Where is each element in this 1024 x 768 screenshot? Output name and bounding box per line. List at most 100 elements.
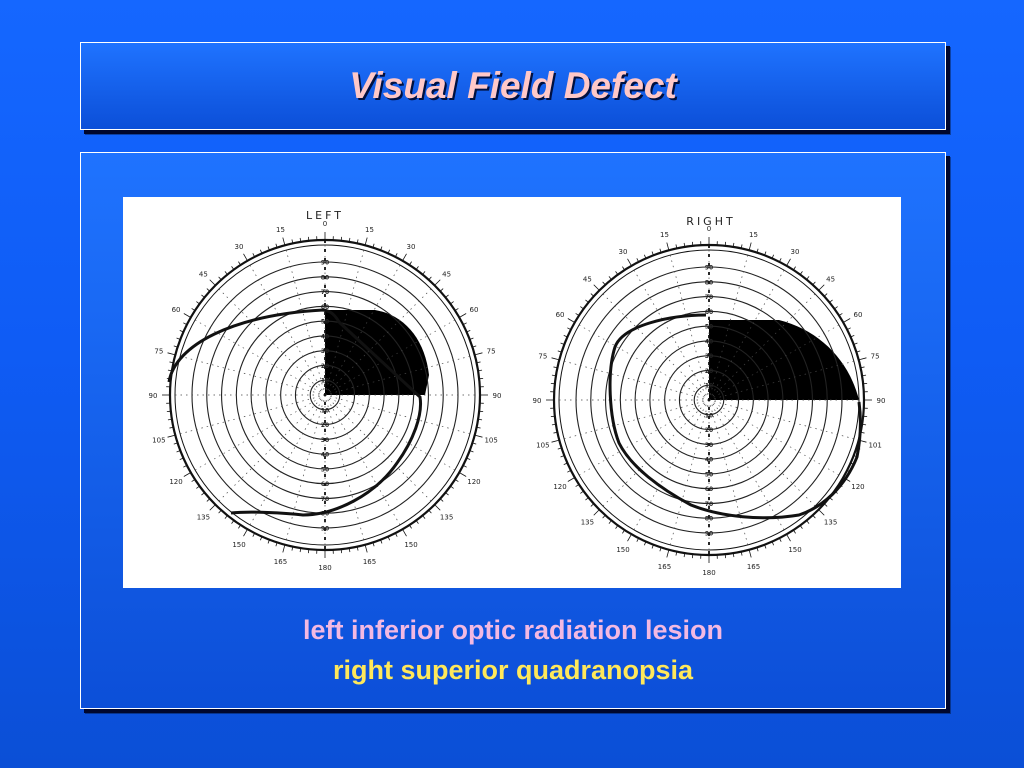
left-tick — [275, 542, 278, 547]
left-tick — [439, 288, 444, 292]
left-tick — [395, 253, 398, 258]
left-tick — [450, 301, 454, 305]
left-tick — [291, 239, 294, 244]
right-tick — [732, 242, 735, 247]
left-meridian — [249, 264, 326, 396]
left-tick — [459, 472, 467, 477]
right-degree-label: 165 — [658, 563, 671, 571]
right-tick — [818, 509, 825, 516]
left-degree-label: 105 — [484, 437, 497, 445]
right-degree-label: 45 — [583, 275, 592, 283]
left-tick — [267, 246, 270, 251]
left-ring-label: 60 — [321, 304, 329, 311]
right-tick — [622, 266, 625, 271]
left-degree-label: 165 — [363, 558, 376, 566]
right-tick — [643, 254, 647, 259]
left-tick — [402, 529, 407, 537]
right-tick — [575, 484, 580, 487]
right-tick — [608, 276, 612, 280]
right-degree-label: 165 — [747, 563, 760, 571]
right-tick — [636, 537, 639, 542]
left-tick — [348, 548, 351, 553]
right-tick — [651, 251, 654, 256]
left-tick — [176, 337, 181, 340]
left-ring-label: 70 — [321, 289, 329, 296]
right-tick — [843, 318, 851, 323]
right-tick — [659, 248, 662, 253]
right-ring-1 — [693, 384, 725, 416]
left-tick — [209, 504, 216, 511]
right-tick — [799, 271, 803, 275]
left-tick — [191, 308, 196, 311]
left-tick — [299, 237, 302, 242]
left-ring-label: 40 — [321, 452, 329, 459]
right-tick — [806, 276, 810, 280]
right-degree-label: 30 — [619, 248, 628, 256]
right-degree-label: 105 — [536, 442, 549, 450]
left-tick — [299, 548, 302, 553]
right-tick — [551, 439, 560, 443]
left-tick — [462, 322, 467, 325]
right-tick — [858, 357, 867, 361]
right-degree-label: 135 — [824, 519, 837, 527]
left-degree-label: 45 — [442, 270, 451, 278]
left-tick — [454, 479, 459, 482]
right-ring-label: 90 — [705, 265, 713, 272]
right-ring-label: 80 — [705, 279, 713, 286]
right-tick — [627, 534, 632, 542]
left-tick — [364, 544, 368, 553]
left-tick — [183, 472, 191, 477]
right-degree-label: 90 — [533, 397, 542, 405]
right-tick — [823, 293, 828, 297]
right-tick — [683, 553, 686, 558]
right-meridian — [633, 399, 710, 531]
left-degree-label: 15 — [276, 226, 285, 234]
left-tick — [173, 442, 178, 445]
left-tick — [380, 539, 383, 544]
left-ring-label: 50 — [321, 319, 329, 326]
right-tick — [740, 551, 743, 556]
left-tick — [356, 239, 359, 244]
right-tick — [590, 503, 595, 507]
left-meridian — [194, 319, 326, 396]
right-meridian — [633, 269, 710, 401]
right-degree-label: 60 — [853, 311, 862, 319]
right-tick — [748, 549, 752, 558]
right-tick — [666, 242, 670, 251]
left-tick — [445, 492, 449, 496]
right-eye-label: RIGHT — [686, 215, 735, 228]
left-tick — [466, 329, 471, 333]
left-degree-label: 150 — [232, 541, 245, 549]
right-meridian — [602, 399, 710, 507]
left-tick — [224, 515, 228, 519]
left-tick — [380, 246, 383, 251]
right-degree-label: 45 — [826, 275, 835, 283]
left-degree-label: 135 — [197, 514, 210, 522]
right-tick — [786, 534, 791, 542]
left-tick — [454, 308, 459, 311]
right-ring-label: 30 — [705, 353, 713, 360]
right-tick — [823, 503, 828, 507]
right-tick — [551, 374, 556, 377]
left-degree-label: 60 — [172, 306, 181, 314]
left-tick — [259, 536, 263, 541]
right-tick — [580, 306, 584, 310]
right-ring-label: 60 — [705, 486, 713, 493]
left-tick — [462, 465, 467, 468]
left-tick — [434, 504, 441, 511]
left-degree-label: 120 — [169, 478, 182, 486]
left-degree-label: 165 — [274, 558, 287, 566]
left-tick — [167, 434, 176, 438]
right-tick — [590, 293, 595, 297]
right-isopter-curve — [608, 313, 862, 520]
left-isopter-curve — [167, 308, 423, 517]
right-meridian — [602, 293, 710, 401]
left-ring-label: 40 — [321, 333, 329, 340]
left-tick — [259, 249, 263, 254]
right-tick — [764, 251, 767, 256]
right-tick — [764, 544, 767, 549]
left-tick — [291, 546, 294, 551]
